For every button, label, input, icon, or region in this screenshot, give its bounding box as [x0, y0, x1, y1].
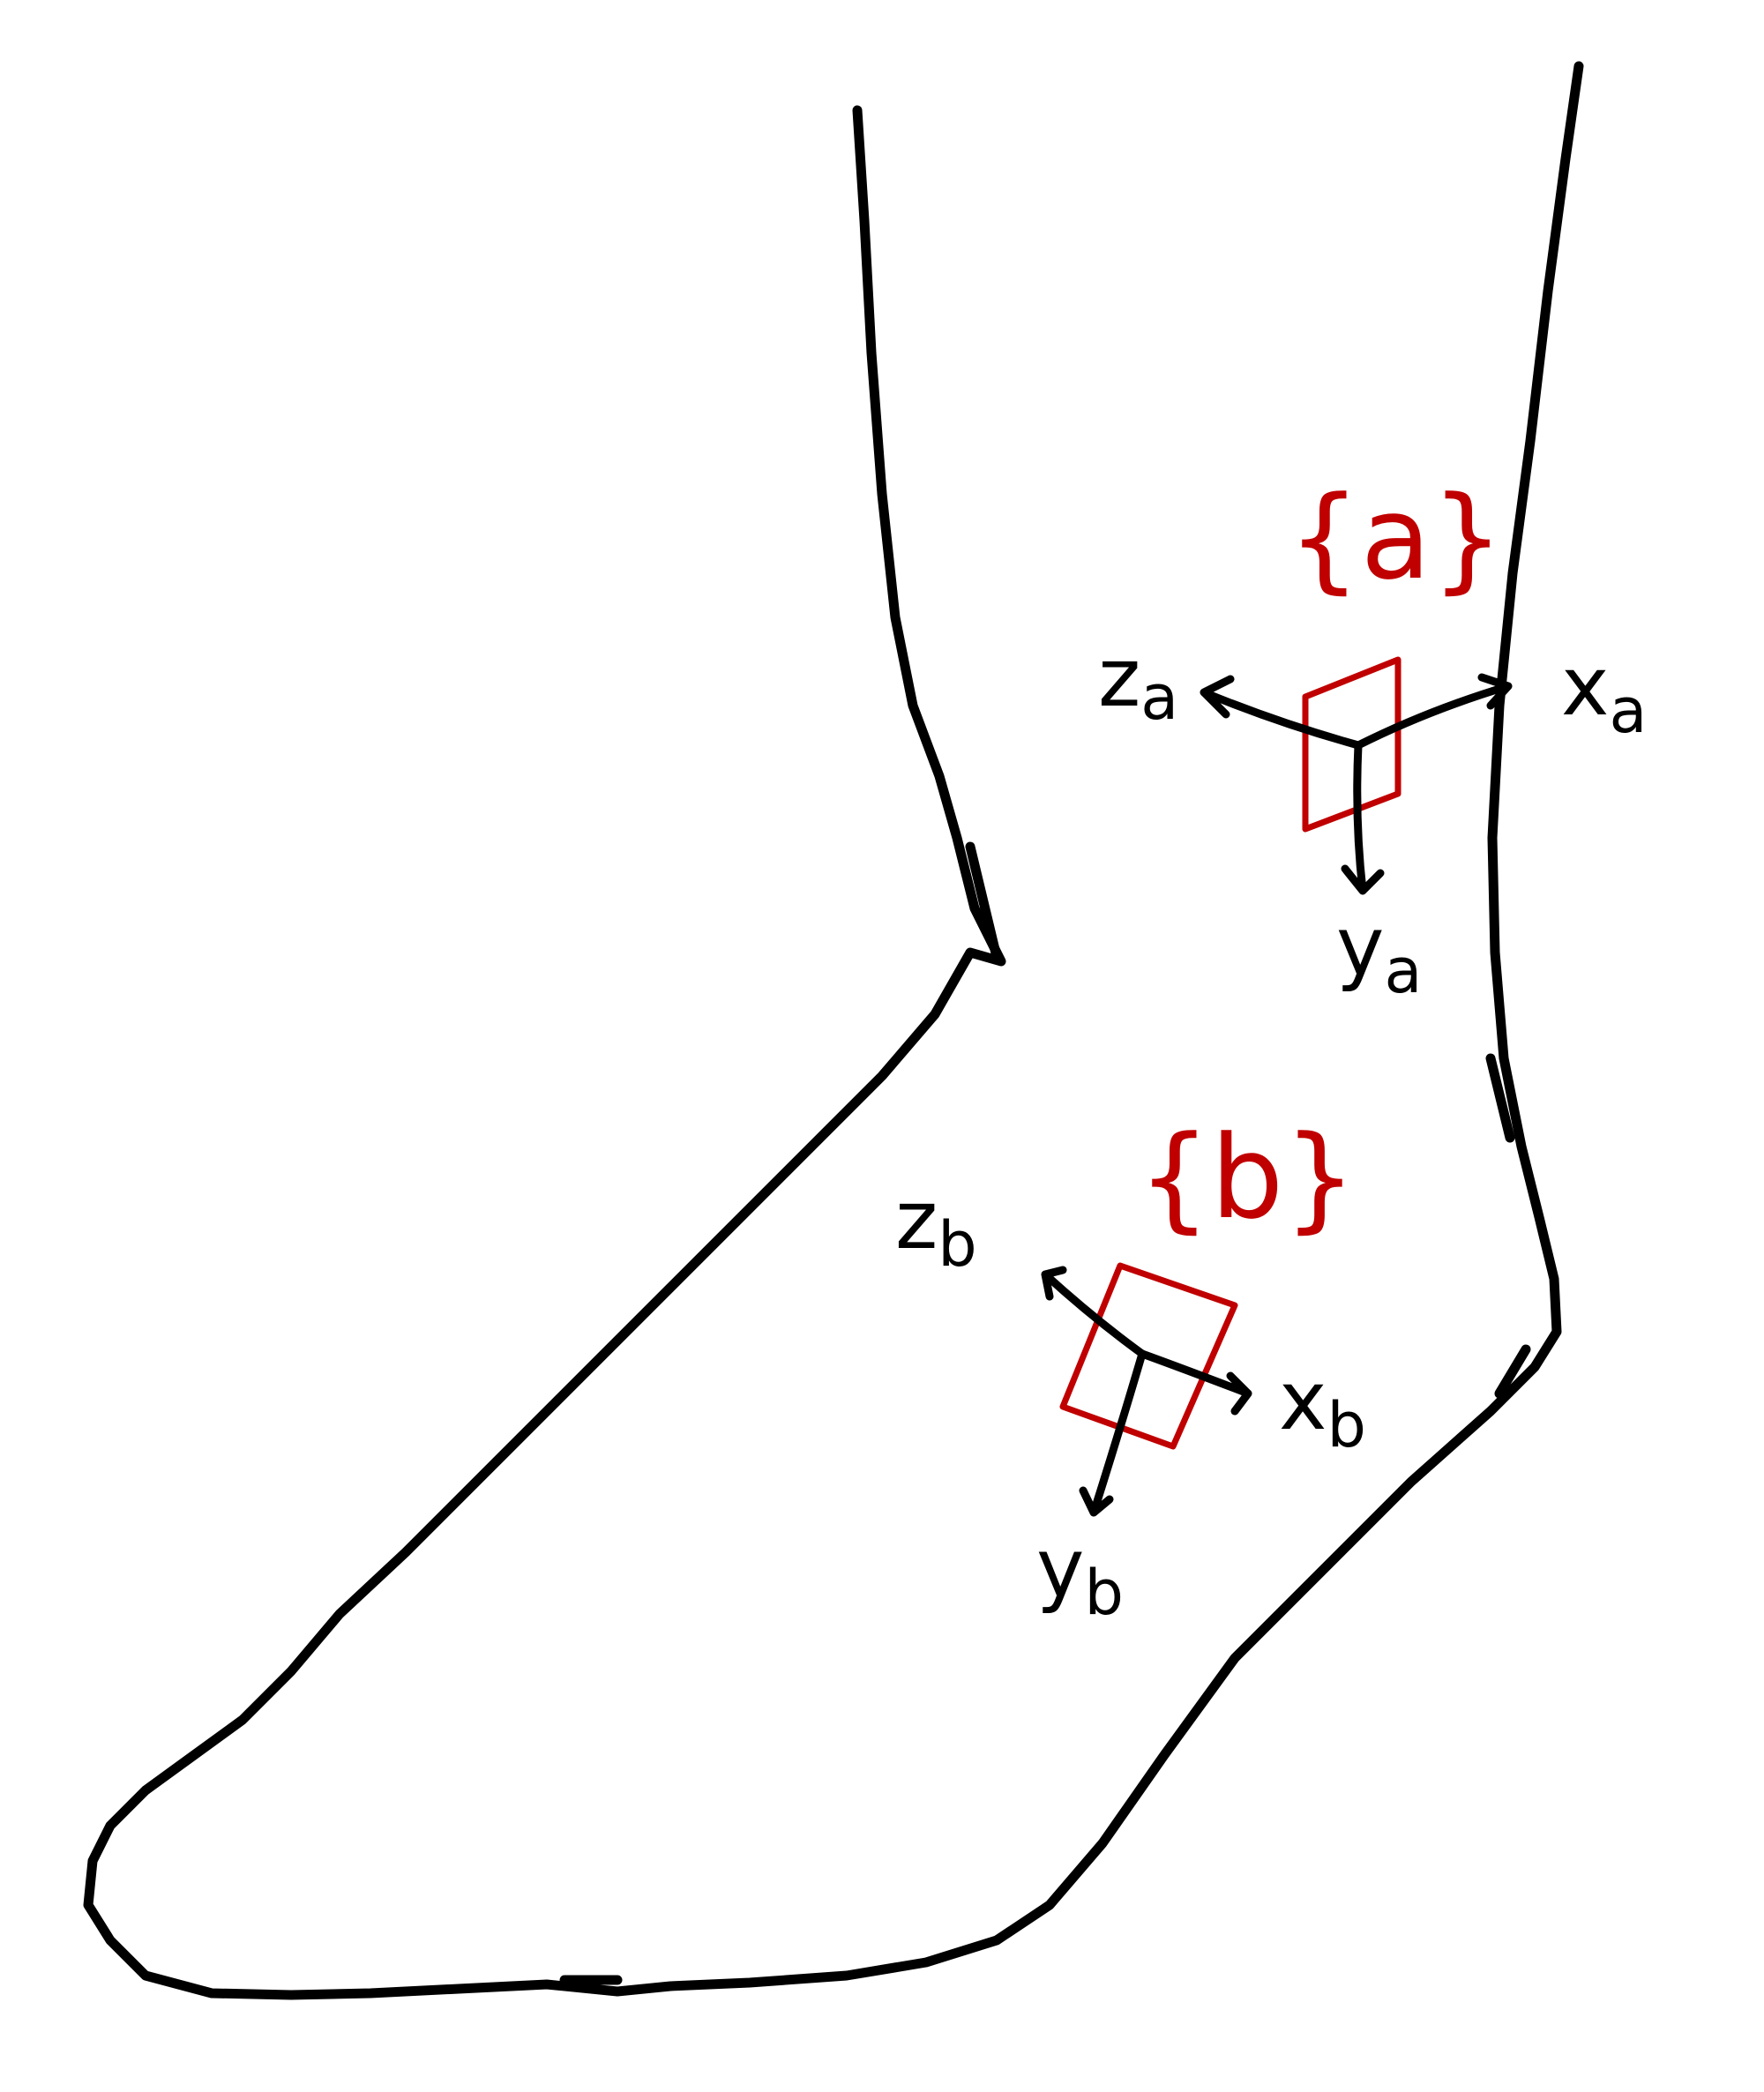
frame-b-label: {b}: [1138, 1110, 1357, 1244]
frame-a-y-subscript: a: [1384, 935, 1422, 1007]
frame-a-z-letter: z: [1098, 631, 1140, 725]
instep-stroke: [1494, 1344, 1531, 1399]
frame-a-label: {a}: [1288, 471, 1504, 605]
frame-b-x-label: xb: [1279, 1354, 1366, 1461]
frame-b-x-letter: x: [1279, 1354, 1327, 1448]
frame-a-z-label: za: [1098, 631, 1178, 734]
frame-a-z-axis: [1200, 675, 1363, 750]
frame-b: {b} zb xb yb: [895, 1110, 1366, 1629]
frame-b-y-subscript: b: [1084, 1557, 1123, 1629]
frame-a-z-subscript: a: [1140, 661, 1178, 734]
frame-a-sensor: [1302, 656, 1401, 833]
frame-a-x-axis: [1354, 673, 1513, 750]
frame-a-x-letter: x: [1561, 639, 1609, 734]
frame-a: {a} za xa ya: [1098, 471, 1647, 1007]
frame-b-x-axis: [1138, 1349, 1252, 1416]
frame-a-y-axis: [1341, 741, 1385, 895]
ankle-stroke: [965, 841, 1002, 962]
frame-b-y-axis: [1079, 1349, 1147, 1517]
frame-a-y-label: ya: [1336, 900, 1422, 1007]
frame-b-x-subscript: b: [1327, 1389, 1365, 1461]
frame-a-x-subscript: a: [1609, 675, 1647, 747]
frame-a-x-label: xa: [1561, 639, 1647, 747]
frame-a-y-letter: y: [1336, 900, 1384, 994]
heel-stroke: [1485, 1053, 1515, 1143]
frame-b-z-label: zb: [895, 1173, 977, 1281]
frame-b-z-letter: z: [895, 1173, 938, 1267]
frame-b-z-subscript: b: [938, 1208, 976, 1281]
frame-b-y-label: yb: [1036, 1521, 1124, 1629]
leg-front-outline: [83, 61, 1584, 2000]
frame-b-sensor: [1059, 1262, 1238, 1450]
frame-b-z-axis: [1041, 1266, 1147, 1358]
frame-b-y-letter: y: [1036, 1521, 1084, 1616]
foot-outline: [83, 61, 1584, 2000]
